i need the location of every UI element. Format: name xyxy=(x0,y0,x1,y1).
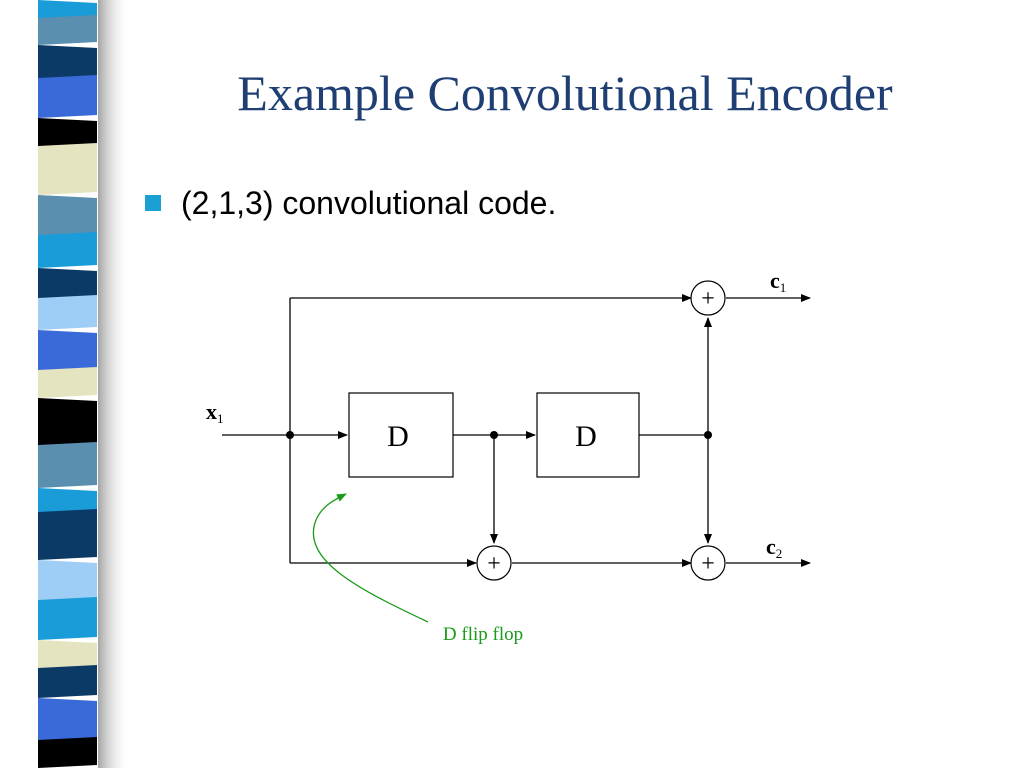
annotation-label: D flip flop xyxy=(443,624,523,645)
stripe-block xyxy=(38,665,97,698)
bullet-text: (2,1,3) convolutional code. xyxy=(181,185,557,221)
junction-dot xyxy=(704,431,712,439)
stripe-block xyxy=(38,488,97,515)
output2-label-subscript: 2 xyxy=(776,546,783,561)
stripe-block xyxy=(38,509,97,560)
stripe-block xyxy=(38,143,97,195)
adder-bottom-right-symbol: + xyxy=(701,551,715,577)
decorative-stripe-column xyxy=(38,0,130,768)
adder-top-symbol: + xyxy=(701,286,715,312)
stripe-block xyxy=(38,698,97,743)
stripe-block xyxy=(38,295,97,330)
bullet-square-icon xyxy=(145,195,161,211)
stripe-block xyxy=(38,232,97,268)
stripe-block xyxy=(38,330,97,373)
adder-top: + xyxy=(690,280,726,316)
stripe-block xyxy=(38,195,97,238)
stripe-block xyxy=(38,560,97,603)
output1-label-text: c xyxy=(770,268,780,293)
adder-bottom-right: + xyxy=(690,545,726,581)
flip-flop-1: D xyxy=(348,392,454,478)
junction-dot xyxy=(490,431,498,439)
flip-flop-2-label: D xyxy=(575,420,597,453)
output2-label-text: c xyxy=(766,534,776,559)
stripe-block xyxy=(38,118,97,149)
flip-flop-2: D xyxy=(536,392,640,478)
adder-bottom-left-symbol: + xyxy=(487,551,501,577)
stripe-block xyxy=(38,268,97,301)
stripe-block xyxy=(38,398,97,448)
stripe-block xyxy=(38,640,97,671)
flip-flop-1-label: D xyxy=(387,420,409,453)
stripe-block xyxy=(38,442,97,488)
stripe-block xyxy=(38,75,97,118)
slide-title: Example Convolutional Encoder xyxy=(237,65,893,121)
output-c1-label: c1 xyxy=(770,268,786,295)
stripe-block xyxy=(38,45,97,81)
input-x1-label: x1 xyxy=(206,399,224,426)
stripe-block xyxy=(38,737,97,768)
adder-bottom-left: + xyxy=(476,545,512,581)
annotation-arrow xyxy=(312,493,429,623)
stripe-block xyxy=(38,15,97,45)
output-c2-label: c2 xyxy=(766,534,782,561)
junction-dot xyxy=(286,431,294,439)
stripe-block xyxy=(38,597,97,640)
input-label-subscript: 1 xyxy=(217,411,224,426)
output1-label-subscript: 1 xyxy=(780,280,787,295)
input-label-text: x xyxy=(206,399,217,424)
stripe-block xyxy=(38,367,97,398)
